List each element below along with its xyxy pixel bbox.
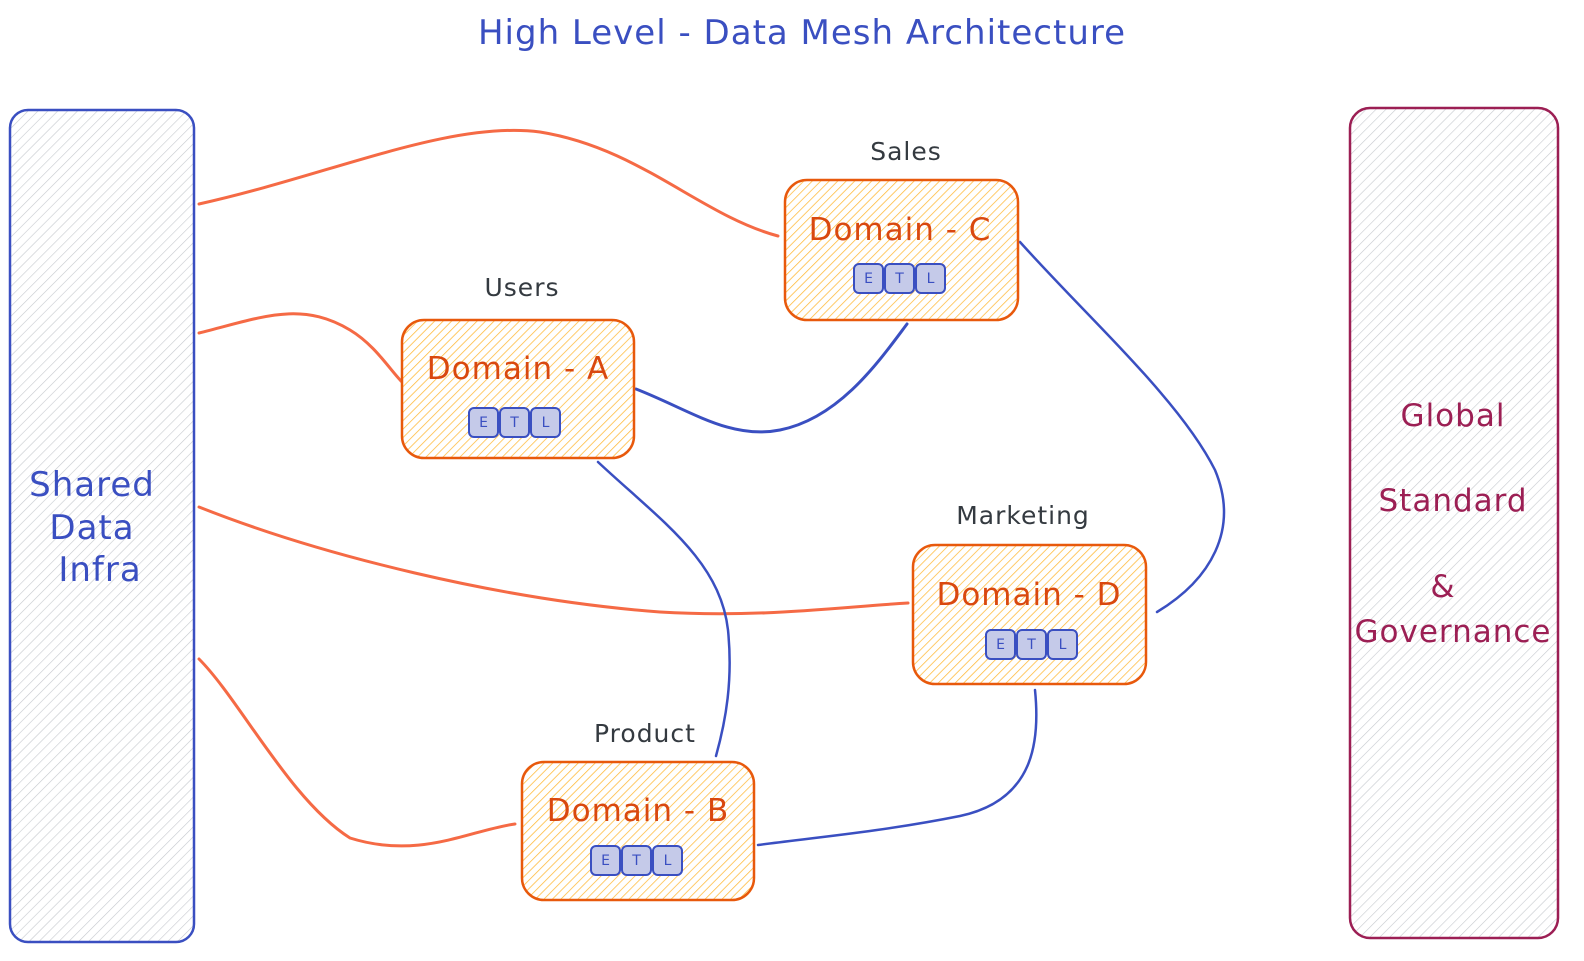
etl-box-l bbox=[530, 407, 561, 438]
governance-line-2: Standard bbox=[1378, 483, 1527, 519]
etl-box-e bbox=[985, 629, 1016, 660]
domain-d-node: Domain - D E T L Marketing bbox=[911, 501, 1148, 686]
etl-box-e bbox=[590, 845, 621, 876]
etl-letter-e: E bbox=[479, 415, 488, 431]
etl-box-t bbox=[621, 845, 652, 876]
domain-c-label: Domain - C bbox=[809, 212, 992, 248]
link-infra-domain-d bbox=[197, 505, 910, 616]
domain-b-label: Domain - B bbox=[547, 793, 729, 829]
domain-b-caption: Product bbox=[594, 719, 696, 748]
domain-connectors bbox=[596, 240, 1226, 847]
governance-line-1: Global bbox=[1401, 398, 1506, 434]
domain-d-label: Domain - D bbox=[936, 577, 1121, 613]
domain-c-caption: Sales bbox=[870, 137, 942, 166]
infra-line-2: Data bbox=[49, 508, 134, 548]
infra-line-1: Shared bbox=[29, 465, 155, 505]
infra-line-3: Infra bbox=[58, 550, 141, 590]
etl-letter-l: L bbox=[1059, 637, 1067, 653]
link-domain-c-domain-d bbox=[1018, 240, 1226, 614]
etl-letter-e: E bbox=[996, 637, 1005, 653]
etl-letter-l: L bbox=[542, 415, 550, 431]
link-domain-a-domain-c bbox=[634, 322, 909, 434]
link-infra-domain-c bbox=[197, 128, 780, 238]
domain-c-etl: E T L bbox=[853, 263, 946, 294]
domain-a-node: Domain - A E T L Users bbox=[400, 273, 636, 460]
etl-letter-t: T bbox=[509, 415, 519, 431]
domain-a-label: Domain - A bbox=[427, 351, 609, 387]
etl-letter-t: T bbox=[631, 853, 641, 869]
domain-b-node: Domain - B E T L Product bbox=[520, 719, 756, 902]
link-infra-domain-b bbox=[197, 657, 517, 848]
etl-letter-l: L bbox=[664, 853, 672, 869]
shared-data-infra-panel: Shared Data Infra bbox=[8, 108, 196, 944]
domain-a-caption: Users bbox=[484, 273, 559, 302]
etl-box-l bbox=[652, 845, 683, 876]
domain-a-etl: E T L bbox=[468, 407, 561, 438]
governance-line-4: Governance bbox=[1354, 614, 1551, 650]
etl-box-t bbox=[1016, 629, 1047, 660]
etl-box-t bbox=[499, 407, 530, 438]
etl-letter-e: E bbox=[601, 853, 610, 869]
etl-letter-t: T bbox=[1026, 637, 1036, 653]
domain-c-node: Domain - C E T L Sales bbox=[783, 137, 1020, 322]
etl-box-t bbox=[884, 263, 915, 294]
etl-box-e bbox=[853, 263, 884, 294]
diagram-title: High Level - Data Mesh Architecture bbox=[478, 13, 1126, 53]
infra-connectors bbox=[197, 128, 910, 848]
governance-line-3: & bbox=[1430, 569, 1455, 605]
etl-letter-t: T bbox=[894, 271, 904, 287]
etl-box-l bbox=[915, 263, 946, 294]
link-domain-d-domain-b bbox=[756, 688, 1038, 847]
etl-letter-e: E bbox=[864, 271, 873, 287]
link-infra-domain-a bbox=[197, 312, 404, 384]
domain-d-etl: E T L bbox=[985, 629, 1078, 660]
governance-panel: Global Standard & Governance bbox=[1348, 106, 1560, 940]
link-domain-a-domain-b bbox=[596, 460, 731, 758]
etl-letter-l: L bbox=[927, 271, 935, 287]
etl-box-e bbox=[468, 407, 499, 438]
domain-d-caption: Marketing bbox=[956, 501, 1090, 530]
etl-box-l bbox=[1047, 629, 1078, 660]
domain-b-etl: E T L bbox=[590, 845, 683, 876]
